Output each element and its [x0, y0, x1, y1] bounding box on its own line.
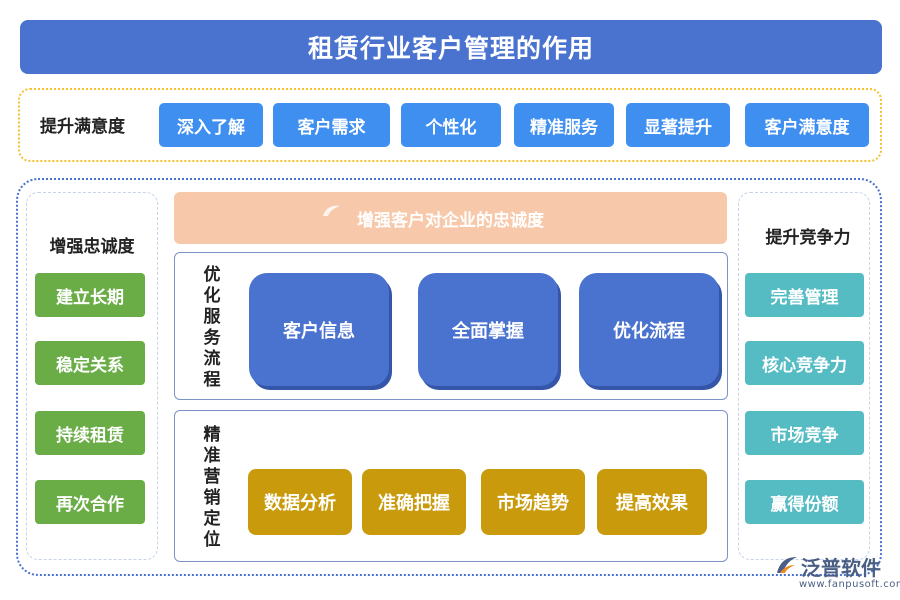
- satisfaction-item: 精准服务: [514, 103, 614, 147]
- satisfaction-item: 个性化: [401, 103, 501, 147]
- loyalty-item: 建立长期: [35, 273, 145, 317]
- loyalty-title: 增强忠诚度: [49, 237, 135, 257]
- competitiveness-item: 核心竞争力: [745, 341, 864, 385]
- loyalty-item: 稳定关系: [35, 341, 145, 385]
- satisfaction-item: 深入了解: [159, 103, 263, 147]
- satisfaction-label: 提升满意度: [40, 117, 125, 137]
- brand-name: 泛普软件: [801, 556, 881, 580]
- satisfaction-row: [18, 88, 882, 162]
- loyalty-banner: 增强客户对企业的忠诚度: [174, 192, 727, 244]
- service-label: 优化服务流程: [203, 265, 221, 390]
- marketing-item: 提高效果: [597, 469, 707, 535]
- marketing-label: 精准营销定位: [203, 425, 221, 550]
- satisfaction-item: 客户需求: [273, 103, 390, 147]
- competitiveness-item: 完善管理: [745, 273, 864, 317]
- main-frame: [16, 178, 882, 576]
- marketing-item: 数据分析: [248, 469, 352, 535]
- satisfaction-item: 显著提升: [626, 103, 730, 147]
- service-card: 全面掌握: [418, 273, 558, 386]
- competitiveness-item: 赢得份额: [745, 480, 864, 524]
- brand-logo: 泛普软件 www.fanpusoft.com: [775, 552, 900, 598]
- service-card: 优化流程: [579, 273, 719, 386]
- brand-url: www.fanpusoft.com: [799, 579, 900, 590]
- competitiveness-title: 提升竞争力: [765, 228, 851, 248]
- fanpu-logo-icon: [777, 557, 797, 573]
- marketing-item: 市场趋势: [481, 469, 585, 535]
- marketing-item: 准确把握: [362, 469, 466, 535]
- service-card: 客户信息: [249, 273, 389, 386]
- page-title: 租赁行业客户管理的作用: [20, 20, 882, 74]
- loyalty-item: 持续租赁: [35, 411, 145, 455]
- competitiveness-item: 市场竞争: [745, 411, 864, 455]
- loyalty-item: 再次合作: [35, 480, 145, 524]
- satisfaction-item: 客户满意度: [745, 103, 869, 147]
- watermark-logo-icon: [323, 205, 340, 216]
